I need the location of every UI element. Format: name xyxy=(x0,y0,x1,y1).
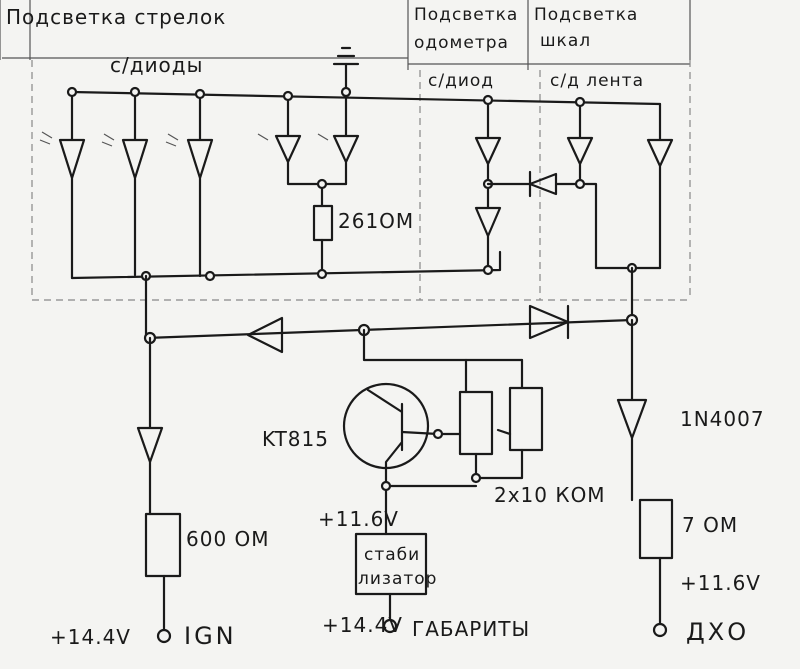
dxo-terminal-label: ДХО xyxy=(686,618,749,646)
dxo-branch xyxy=(616,318,674,638)
gabarity-terminal-label: ГАБАРИТЫ xyxy=(412,617,530,641)
section-odometer-title: Подсветка xyxy=(414,5,518,25)
strip-label: с/д лента xyxy=(550,71,644,91)
stabilizer-line1: стаби xyxy=(364,545,420,565)
resistor-7 xyxy=(638,498,674,560)
stab-voltage: +11.6V xyxy=(318,507,399,531)
stabilizer xyxy=(354,480,478,634)
section-frames xyxy=(0,0,691,301)
ign-branch xyxy=(136,336,182,644)
resistor-261 xyxy=(312,204,334,242)
bottom-rail xyxy=(70,250,502,282)
ign-voltage: +14.4V xyxy=(50,625,131,649)
resistor-7-label: 7 ОМ xyxy=(682,513,738,537)
transistor-kt815 xyxy=(342,328,512,488)
resistor-261-label: 261ОМ xyxy=(338,209,414,233)
diode-model-label: 1N4007 xyxy=(680,407,765,431)
ign-terminal-label: IGN xyxy=(184,622,237,650)
needle-led-array xyxy=(39,86,360,280)
odometer-scale-leds xyxy=(474,94,674,274)
resistor-600 xyxy=(144,512,182,578)
transistor-label: KT815 xyxy=(262,427,329,451)
gab-voltage: +14.4V xyxy=(322,613,403,637)
top-rail xyxy=(70,90,662,106)
pots-label: 2x10 КОМ xyxy=(494,483,606,507)
needle-leds-label: с/диоды xyxy=(110,53,203,77)
dxo-voltage: +11.6V xyxy=(680,571,761,595)
stabilizer-line2: лизатор xyxy=(358,569,437,589)
ground-symbol xyxy=(332,46,360,94)
potentiometers xyxy=(458,358,544,484)
centre-bus xyxy=(143,266,639,354)
resistor-600-label: 600 ОМ xyxy=(186,527,270,551)
section-scale-subtitle: шкал xyxy=(540,31,591,51)
section-odometer-subtitle: одометра xyxy=(414,33,509,53)
section-scale-title: Подсветка xyxy=(534,5,638,25)
section-needles-title: Подсветка стрелок xyxy=(6,5,226,29)
odo-led-label: с/диод xyxy=(428,71,494,91)
